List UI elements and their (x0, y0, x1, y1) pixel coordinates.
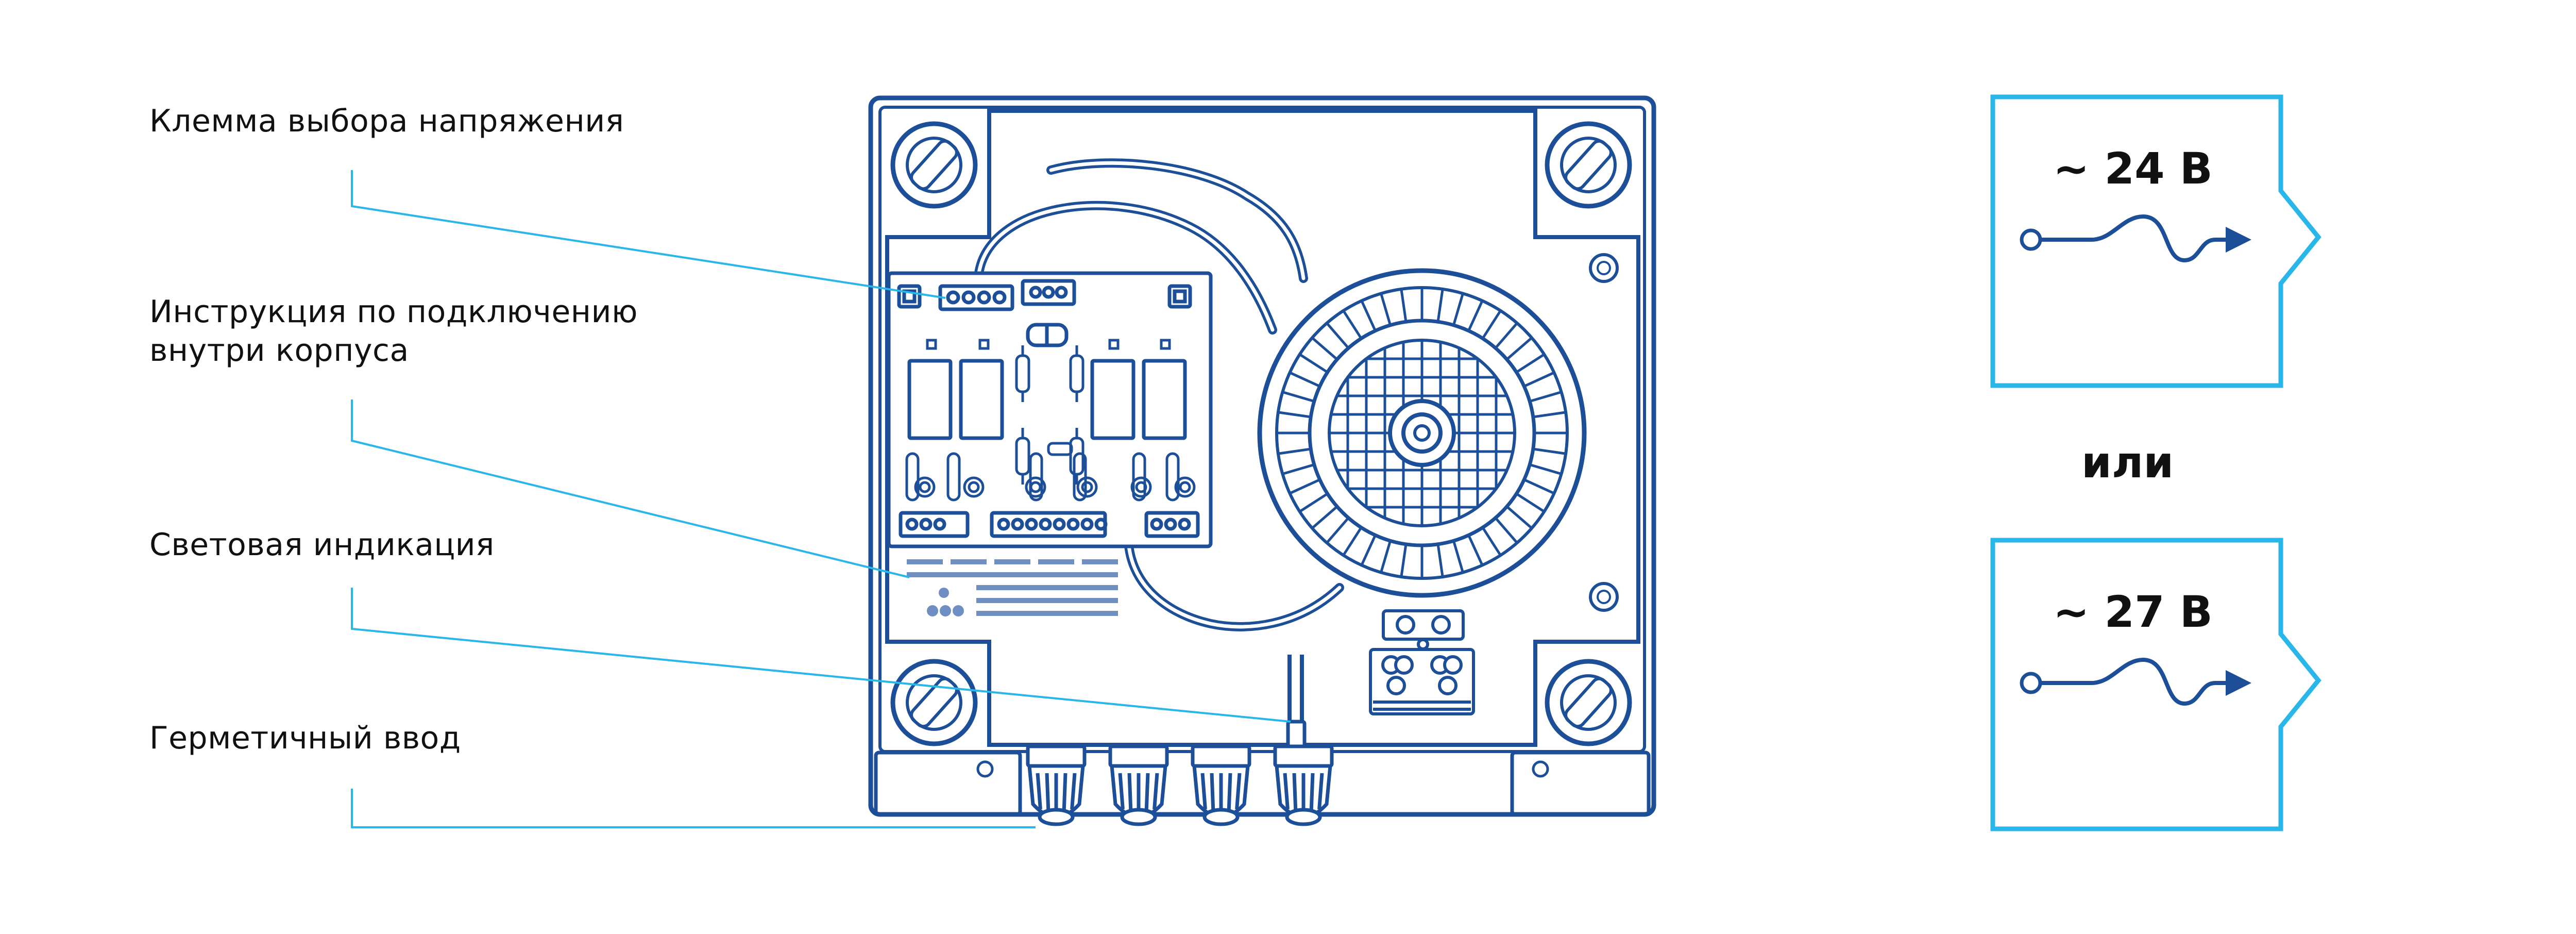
instruction-sticker (907, 559, 1118, 616)
screw-top-right (1545, 121, 1632, 209)
toroidal-transformer (1257, 268, 1587, 598)
screw-bottom-right (1545, 659, 1632, 746)
label-instruction: Инструкция по подключению внутри корпуса (149, 293, 638, 370)
label-terminal: Клемма выбора напряжения (149, 103, 624, 139)
voltage-24-label: ~ 24 В (2053, 143, 2213, 194)
voltage-option-27 (1990, 538, 2321, 831)
transformer-terminal-block (1369, 609, 1475, 715)
pcb-pins (905, 518, 1191, 531)
label-instruction-line2: внутри корпуса (149, 332, 409, 369)
corner-screws (890, 121, 1632, 746)
screw-bottom-left (890, 659, 978, 746)
voltage-27-label: ~ 27 В (2053, 587, 2213, 637)
pcb-components (905, 339, 1196, 502)
cable-glands (1026, 744, 1334, 826)
screw-top-left (890, 121, 978, 209)
label-indication: Световая индикация (149, 527, 495, 563)
winding-ticks (1278, 289, 1566, 577)
label-instruction-line1: Инструкция по подключению (149, 294, 638, 330)
leader-lines (351, 170, 1291, 828)
voltage-option-24 (1990, 94, 2321, 388)
led-cable (1286, 655, 1307, 755)
leader-gland (351, 789, 1036, 828)
leader-terminal (351, 170, 946, 299)
pcb-board (887, 271, 1213, 548)
label-gland: Герметичный ввод (149, 720, 461, 756)
leader-indication (351, 588, 1291, 723)
leader-instruction (351, 399, 910, 578)
separator-or: или (2081, 437, 2174, 488)
enclosure (868, 95, 1656, 817)
